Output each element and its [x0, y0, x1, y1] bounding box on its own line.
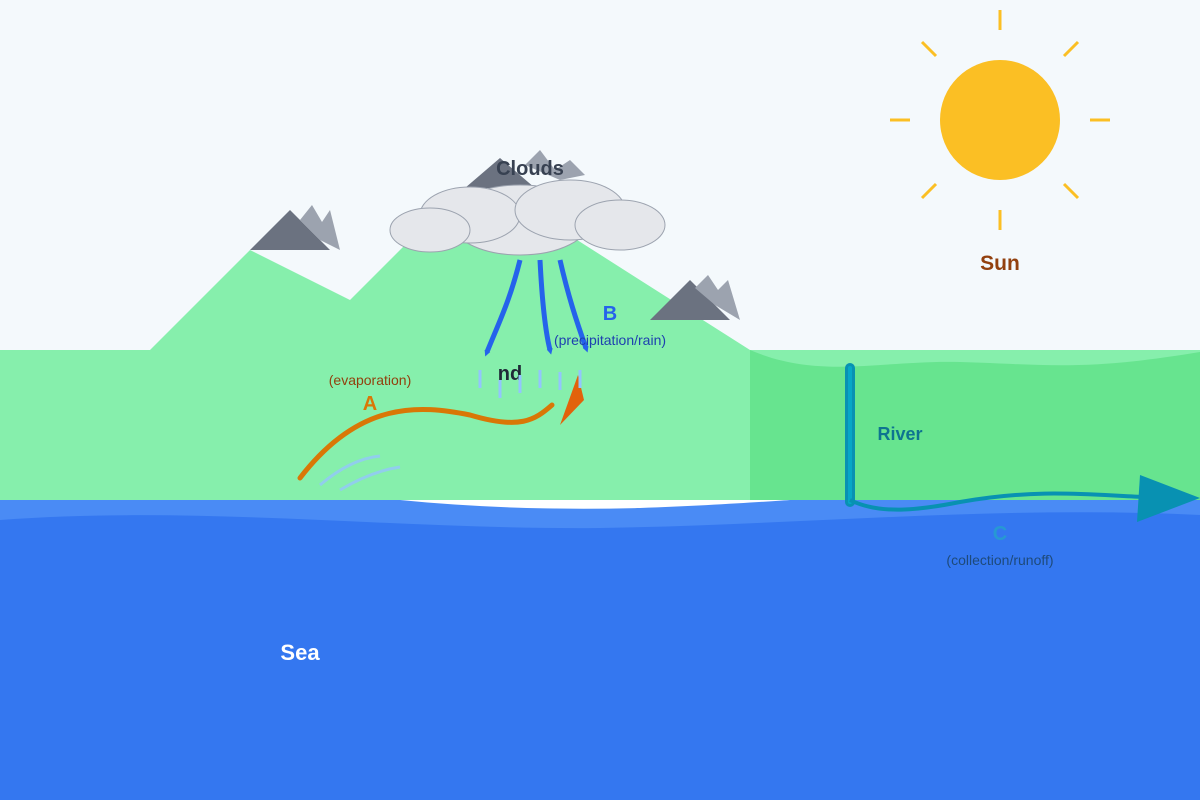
evaporation-letter: A [363, 393, 377, 415]
sea-wave [0, 500, 1200, 529]
clouds-label: Clouds [496, 158, 564, 180]
evaporation-arrow [297, 375, 584, 492]
sea-label: Sea [280, 640, 320, 665]
evaporation-caption: (evaporation) [329, 372, 412, 388]
mountain-right [650, 275, 740, 320]
mountain-center [465, 150, 585, 188]
sea [0, 500, 1200, 800]
land-right [750, 350, 1200, 500]
precipitation-caption: (precipitation/rain) [554, 332, 666, 348]
sun-icon [890, 10, 1110, 230]
collection-caption: (collection/runoff) [946, 552, 1053, 568]
river-label: River [877, 424, 922, 444]
collection-arrow [849, 475, 1200, 522]
land-hill-top [750, 350, 1200, 367]
sea-shore-highlight [400, 500, 790, 509]
mountain-left [250, 205, 340, 250]
cloud-icon [389, 179, 666, 256]
rain-drops [478, 370, 582, 398]
sun-label: Sun [980, 252, 1020, 275]
collection-letter: C [993, 523, 1007, 545]
precipitation-arrows [484, 259, 589, 357]
land-label: nd [498, 363, 522, 385]
precipitation-letter: B [603, 303, 617, 325]
